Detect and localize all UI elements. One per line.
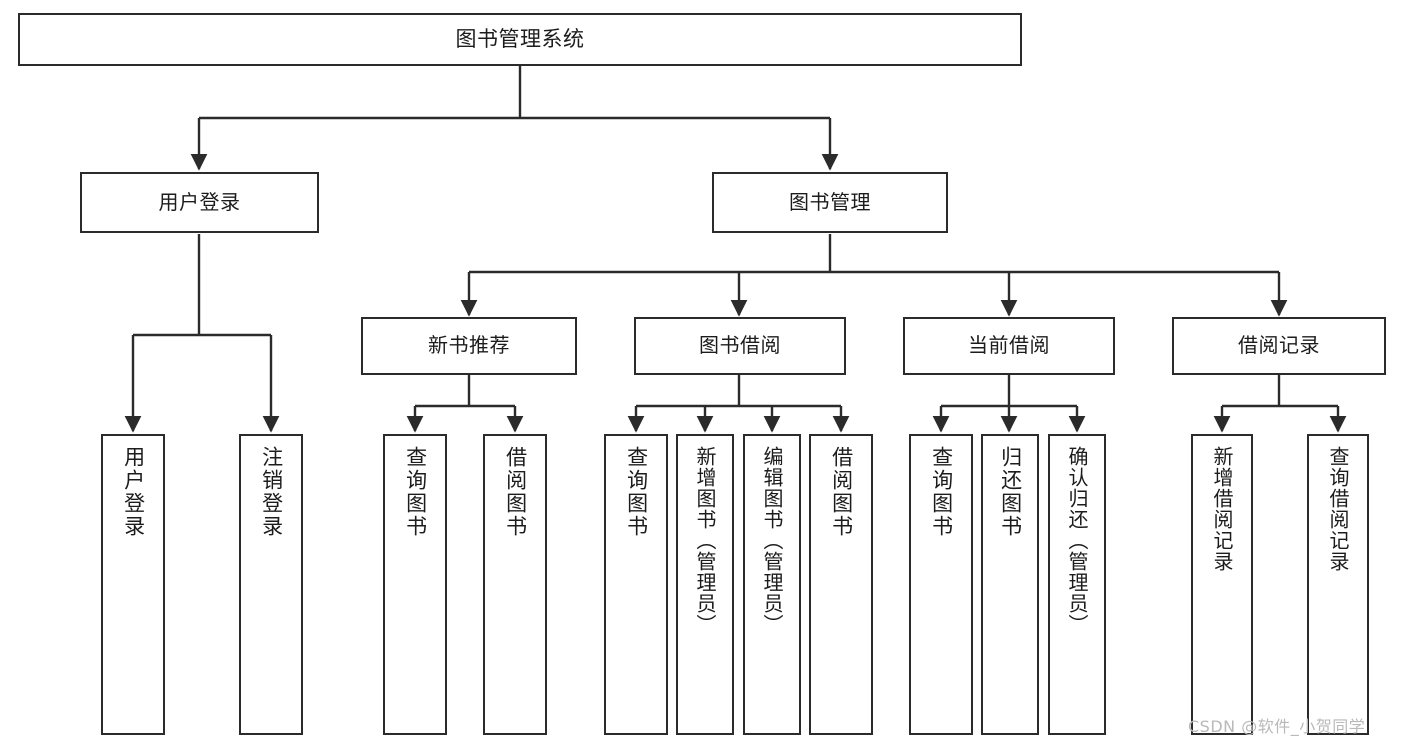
node-label: 查询图书 (624, 446, 649, 538)
leaf-borrow-books[interactable]: 借阅图书 (809, 434, 873, 735)
leaf-query-books-new-recommend[interactable]: 查询图书 (383, 434, 447, 735)
node-borrowing-records[interactable]: 借阅记录 (1172, 317, 1386, 375)
node-label: 编辑图书（管理员） (760, 446, 784, 635)
node-label: 借阅记录 (1238, 333, 1320, 358)
node-label: 查询借阅记录 (1326, 446, 1350, 572)
node-user-login[interactable]: 用户登录 (80, 172, 319, 233)
leaf-query-borrow-record[interactable]: 查询借阅记录 (1307, 434, 1369, 735)
node-label: 新书推荐 (428, 333, 510, 358)
node-book-management[interactable]: 图书管理 (712, 172, 948, 233)
node-new-book-recommendation[interactable]: 新书推荐 (361, 317, 577, 375)
node-label: 归还图书 (998, 446, 1023, 538)
leaf-confirm-return-admin[interactable]: 确认归还（管理员） (1048, 434, 1106, 735)
node-label: 用户登录 (121, 446, 146, 538)
leaf-logout[interactable]: 注销登录 (239, 434, 303, 735)
node-current-borrowing[interactable]: 当前借阅 (903, 317, 1115, 375)
leaf-add-borrow-record[interactable]: 新增借阅记录 (1191, 434, 1253, 735)
watermark-text: CSDN @软件_小贺同学 (1188, 717, 1366, 736)
leaf-return-books[interactable]: 归还图书 (981, 434, 1039, 735)
node-label: 新增借阅记录 (1210, 446, 1234, 572)
node-label: 当前借阅 (968, 333, 1050, 358)
node-label: 借阅图书 (503, 446, 528, 538)
leaf-edit-book-admin[interactable]: 编辑图书（管理员） (743, 434, 801, 735)
leaf-add-book-admin[interactable]: 新增图书（管理员） (676, 434, 734, 735)
node-label: 查询图书 (929, 446, 954, 538)
node-label: 新增图书（管理员） (693, 446, 717, 635)
leaf-query-books-current[interactable]: 查询图书 (909, 434, 973, 735)
leaf-user-login[interactable]: 用户登录 (101, 434, 165, 735)
leaf-query-books-borrow[interactable]: 查询图书 (604, 434, 668, 735)
node-label: 注销登录 (259, 446, 284, 538)
node-book-borrowing[interactable]: 图书借阅 (634, 317, 846, 375)
node-label: 图书借阅 (699, 333, 781, 358)
node-root-library-management-system[interactable]: 图书管理系统 (18, 13, 1022, 66)
node-label: 借阅图书 (829, 446, 854, 538)
node-label: 图书管理 (789, 189, 871, 214)
node-label: 用户登录 (158, 189, 241, 214)
node-label: 图书管理系统 (455, 27, 585, 52)
node-label: 查询图书 (403, 446, 428, 538)
node-label: 确认归还（管理员） (1065, 446, 1089, 635)
leaf-borrow-books-new-recommend[interactable]: 借阅图书 (483, 434, 547, 735)
